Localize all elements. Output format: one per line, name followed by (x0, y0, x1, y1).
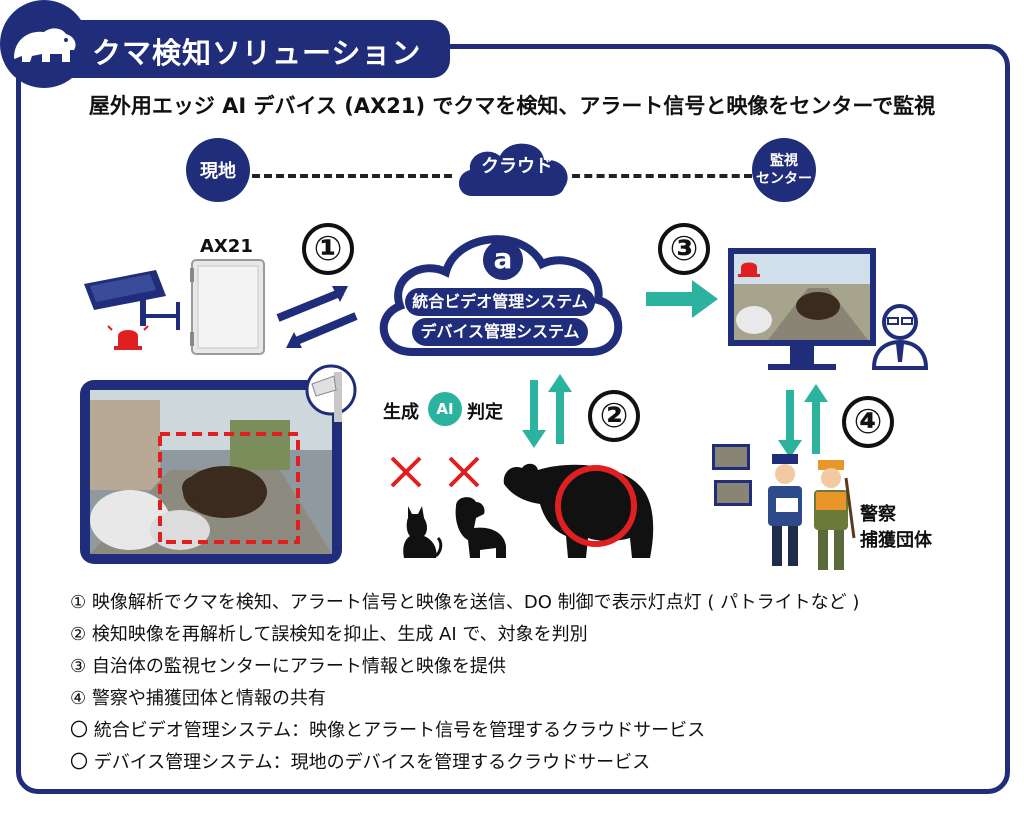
bear-logo (0, 0, 88, 88)
note-item: ③ 自治体の監視センターにアラート情報と映像を提供 (70, 656, 506, 677)
ai-badge: AI (428, 392, 462, 426)
ai-label-left: 生成 (383, 402, 419, 423)
bear-icon (503, 463, 654, 558)
cross-mark-icon-cat (390, 456, 422, 488)
alert-light-icon (107, 325, 149, 350)
police-officer-icon (768, 454, 802, 566)
bidirectional-arrow-2 (522, 374, 572, 448)
device-management-pill: デバイス管理システム (412, 318, 588, 346)
cloud-service-logo-letter: a (493, 242, 513, 275)
operator-icon (871, 304, 929, 370)
step-3-number: ③ (658, 223, 710, 275)
cloud-service-logo: a (483, 240, 523, 280)
cloud-badge-icon (458, 143, 568, 196)
title-tab (22, 20, 450, 78)
center-badge: 監視 センター (752, 138, 816, 202)
ai-label-right: 判定 (467, 402, 503, 423)
cat-icon (403, 506, 443, 558)
device-name: AX21 (200, 236, 253, 257)
page-title: クマ検知ソリューション (92, 36, 422, 70)
step-1-number: ① (302, 223, 354, 275)
dashed-line-right (572, 174, 752, 178)
step-4-number: ④ (842, 396, 894, 448)
mobile-screens-icon (712, 444, 752, 506)
center-label-line2: センター (756, 171, 812, 187)
bidirectional-arrow-1 (276, 286, 358, 348)
note-item: 〇 デバイス管理システム：現地のデバイスを管理するクラウドサービス (70, 752, 651, 773)
note-item: ① 映像解析でクマを検知、アラート信号と映像を送信、DO 制御で表示灯点灯 ( … (70, 592, 860, 613)
site-badge: 現地 (186, 138, 250, 202)
bidirectional-arrow-4 (778, 384, 828, 458)
note-item: 〇 統合ビデオ管理システム：映像とアラート信号を管理するクラウドサービス (70, 720, 706, 741)
site-label: 現地 (200, 161, 236, 182)
arrow-to-monitor (646, 280, 718, 318)
step-2-number: ② (588, 390, 640, 442)
ax21-device-icon (190, 259, 265, 355)
note-item: ② 検知映像を再解析して誤検知を抑止、生成 AI で、対象を判別 (70, 624, 588, 645)
notes-list: ① 映像解析でクマを検知、アラート信号と映像を送信、DO 制御で表示灯点灯 ( … (70, 587, 859, 779)
hunter-icon (814, 460, 856, 570)
integrated-video-management-pill: 統合ビデオ管理システム (405, 288, 595, 316)
bear-detection-photo (80, 380, 342, 564)
ai-badge-text: AI (436, 400, 454, 418)
outdoor-camera-icon (305, 364, 357, 422)
note-item: ④ 警察や捕獲団体と情報の共有 (70, 688, 326, 709)
monitor-alert-light-icon (738, 262, 760, 277)
bear-logo-icon (14, 28, 76, 62)
cloud-label: クラウド (481, 156, 553, 177)
subtitle: 屋外用エッジ AI デバイス (AX21) でクマを検知、アラート信号と映像をセ… (88, 94, 936, 118)
dog-icon (455, 497, 506, 558)
dashed-line-left (252, 174, 452, 178)
center-label-line1: 監視 (770, 153, 798, 169)
cross-mark-icon-dog (448, 456, 480, 488)
responders-line2: 捕獲団体 (860, 530, 932, 551)
camera-icon (84, 270, 180, 330)
monitor-icon (728, 248, 876, 370)
responders-line1: 警察 (860, 504, 896, 525)
